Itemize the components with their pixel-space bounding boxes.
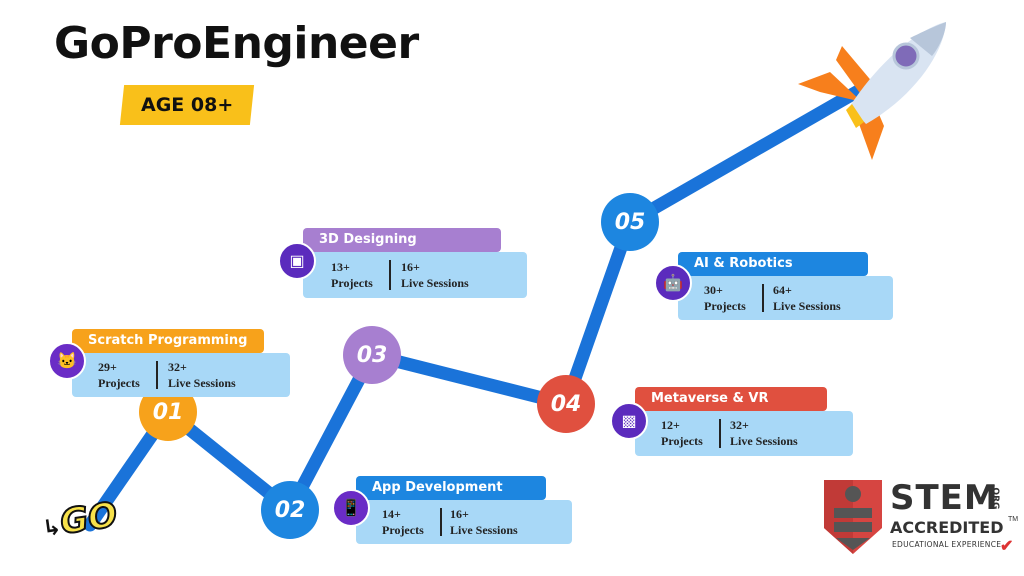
step-node-04: 04	[525, 363, 607, 445]
stem-accredited-badge: STEM .ORG ACCREDITED TM EDUCATIONAL EXPE…	[822, 478, 1018, 558]
projects-label: Projects	[98, 376, 140, 390]
projects-label: Projects	[704, 299, 746, 313]
sessions-label: Live Sessions	[730, 434, 798, 448]
course-stats: 30+ Projects 64+ Live Sessions	[678, 276, 893, 320]
scratch-cat-icon: 🐱	[48, 342, 86, 380]
sessions-label: Live Sessions	[450, 523, 518, 537]
course-stats: 14+ Projects 16+ Live Sessions	[356, 500, 572, 544]
projects-count: 29+	[98, 360, 117, 374]
sessions-label: Live Sessions	[168, 376, 236, 390]
sessions-count: 64+	[773, 283, 792, 297]
robot-icon: 🤖	[654, 264, 692, 302]
course-stats: 29+ Projects 32+ Live Sessions	[72, 353, 290, 397]
mobile-app-icon: 📱	[332, 489, 370, 527]
stat-divider	[440, 508, 442, 536]
3d-printer-icon: ▣	[278, 242, 316, 280]
sessions-label: Live Sessions	[401, 276, 469, 290]
stem-subtitle: EDUCATIONAL EXPERIENCE	[892, 540, 1002, 549]
course-title: AI & Robotics	[678, 252, 868, 276]
stat-divider	[762, 284, 764, 312]
stem-org: .ORG	[990, 484, 1000, 510]
stat-divider	[156, 361, 158, 389]
projects-label: Projects	[382, 523, 424, 537]
stat-divider	[389, 260, 391, 290]
step-number: 03	[356, 342, 388, 368]
sessions-stat: 16+ Live Sessions	[450, 506, 518, 538]
projects-stat: 30+ Projects	[704, 282, 746, 314]
sessions-stat: 32+ Live Sessions	[730, 417, 798, 449]
sessions-count: 32+	[730, 418, 749, 432]
rocket-icon	[798, 22, 946, 160]
step-node-02: 02	[249, 469, 331, 551]
go-logo-text: GO	[57, 494, 121, 544]
course-title: App Development	[356, 476, 546, 500]
projects-label: Projects	[331, 276, 373, 290]
step-number: 05	[614, 209, 646, 235]
stem-title: STEM	[890, 478, 999, 518]
projects-count: 30+	[704, 283, 723, 297]
projects-stat: 13+ Projects	[331, 259, 373, 291]
page-title: GoProEngineer	[54, 18, 419, 69]
sessions-count: 16+	[401, 260, 420, 274]
step-node-05: 05	[589, 181, 671, 263]
projects-count: 14+	[382, 507, 401, 521]
course-stats: 13+ Projects 16+ Live Sessions	[303, 252, 527, 298]
course-title: Scratch Programming	[72, 329, 264, 353]
check-icon: ✔	[1000, 538, 1014, 555]
stat-divider	[719, 419, 721, 448]
step-number: 02	[274, 497, 306, 523]
step-node-03: 03	[331, 314, 413, 396]
sessions-count: 16+	[450, 507, 469, 521]
projects-stat: 12+ Projects	[661, 417, 703, 449]
projects-label: Projects	[661, 434, 703, 448]
stem-shield-icon	[824, 480, 882, 554]
sessions-stat: 64+ Live Sessions	[773, 282, 841, 314]
sessions-label: Live Sessions	[773, 299, 841, 313]
sessions-count: 32+	[168, 360, 187, 374]
stem-trademark: TM	[1008, 516, 1019, 523]
vr-headset-icon: ▩	[610, 402, 648, 440]
stem-accredited: ACCREDITED	[890, 518, 1004, 537]
course-stats: 12+ Projects 32+ Live Sessions	[635, 411, 853, 456]
projects-count: 12+	[661, 418, 680, 432]
sessions-stat: 32+ Live Sessions	[168, 359, 236, 391]
course-title: 3D Designing	[303, 228, 501, 252]
sessions-stat: 16+ Live Sessions	[401, 259, 469, 291]
step-number: 04	[550, 391, 582, 417]
course-title: Metaverse & VR	[635, 387, 827, 411]
projects-count: 13+	[331, 260, 350, 274]
projects-stat: 29+ Projects	[98, 359, 140, 391]
step-number: 01	[152, 399, 184, 425]
projects-stat: 14+ Projects	[382, 506, 424, 538]
